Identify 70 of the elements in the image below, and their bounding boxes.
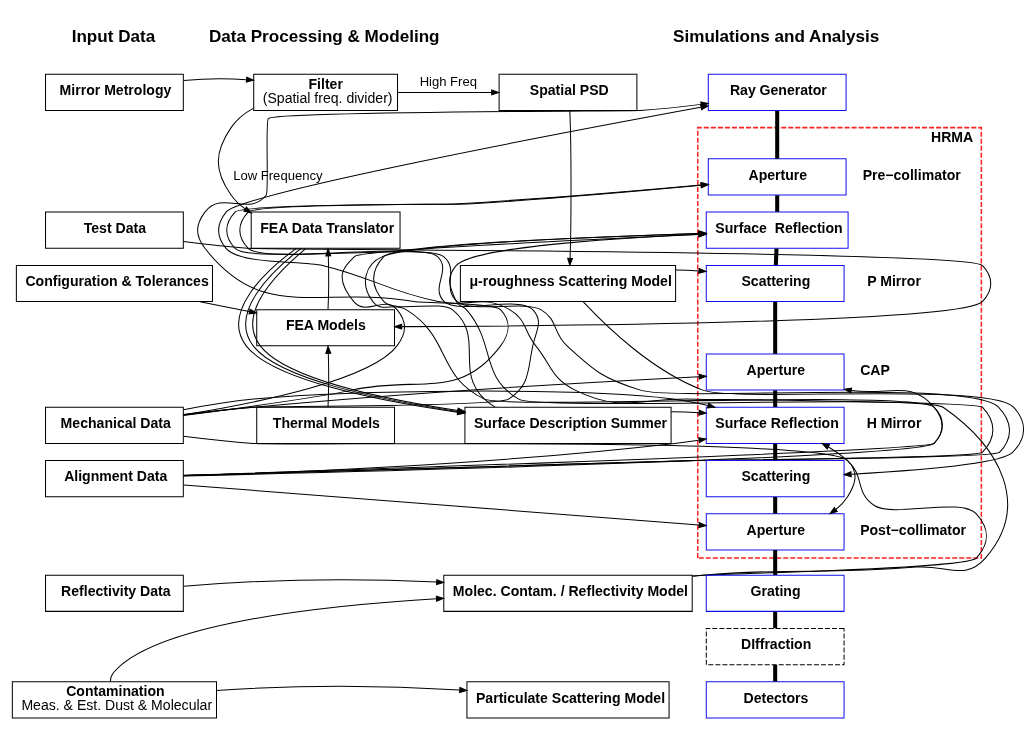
- label: Data Processing & Modeling: [208, 26, 440, 46]
- connector: [773, 301, 778, 354]
- node-box: Configuration & Tolerances: [15, 264, 213, 302]
- connector: [773, 611, 778, 628]
- arrow: [675, 267, 708, 274]
- node-label: Post−collimator: [860, 521, 967, 538]
- connector: [773, 443, 778, 460]
- arrow: [566, 109, 574, 267]
- arrow: [449, 230, 1009, 577]
- arrow: [216, 685, 469, 693]
- arrow: [691, 442, 987, 577]
- node-box: DIffraction: [705, 627, 845, 665]
- node-box: Scattering: [705, 459, 845, 497]
- node-box: Aperture: [705, 512, 845, 551]
- arrow: [325, 246, 332, 310]
- arrow: [183, 390, 717, 410]
- arrow: [373, 229, 708, 408]
- node-box: Reflectivity Data: [45, 574, 184, 612]
- node-box: Ray Generator: [707, 73, 847, 111]
- connector: [775, 194, 780, 212]
- connector: [773, 496, 778, 514]
- node-box: Grating: [705, 574, 845, 612]
- arrow: [182, 103, 994, 476]
- arrow: [182, 386, 943, 476]
- node-box: Detectors: [705, 680, 845, 718]
- node-box: Particulate Scattering Model: [466, 680, 670, 718]
- connector: [773, 664, 778, 681]
- node-box: Aperture: [705, 352, 845, 391]
- connector: [773, 549, 778, 575]
- node-box: Surface Reflection: [705, 406, 845, 444]
- edge-label: High Freq: [419, 73, 477, 89]
- arrow: [182, 229, 943, 476]
- node-box: Aperture: [707, 157, 847, 195]
- arrow: [109, 595, 446, 682]
- node-box: Test Data: [45, 211, 184, 249]
- arrow: [670, 409, 708, 416]
- arrow: [183, 578, 446, 587]
- node-box: Spatial PSD: [498, 73, 638, 111]
- arrow: [217, 107, 255, 214]
- arrow: [182, 435, 856, 515]
- label: P Mirror: [867, 272, 921, 289]
- node-box: Scattering: [705, 264, 845, 302]
- node-box: Filter (Spatial freq. divider): [253, 73, 399, 111]
- arrow: [582, 300, 1025, 477]
- arrow: [325, 344, 332, 407]
- node-box: FEA Data Translator: [250, 211, 401, 249]
- arrow: [397, 88, 501, 96]
- connector: [775, 110, 780, 159]
- node-box: μ-roughness Scattering Model: [459, 264, 677, 302]
- node-label: Pre−collimator: [862, 166, 961, 183]
- node-box: Molec. Contam. / Reflectivity Model: [443, 574, 693, 612]
- arrow: [183, 76, 256, 83]
- arrow: [183, 240, 992, 330]
- node-box: Contamination Meas. & Est. Dust & Molecular: [11, 680, 217, 718]
- connector: [773, 248, 779, 265]
- node-box: Thermal Models: [256, 406, 395, 444]
- label: Input Data: [71, 26, 156, 46]
- node-box: Surface Description Summer: [464, 406, 672, 444]
- label: H Mirror: [866, 414, 922, 431]
- node-box: FEA Models: [256, 308, 395, 346]
- connector: [773, 389, 778, 407]
- arrow: [183, 484, 708, 528]
- node-label: CAP: [860, 361, 890, 378]
- node-box: Alignment Data: [45, 459, 184, 497]
- arrow: [183, 436, 708, 476]
- node-box: Mechanical Data: [45, 406, 184, 444]
- label: Simulations and Analysis: [673, 26, 880, 46]
- arrow: [199, 300, 258, 315]
- node-box: Mirror Metrology: [45, 73, 184, 111]
- node-box: Surface Reflection: [705, 211, 849, 249]
